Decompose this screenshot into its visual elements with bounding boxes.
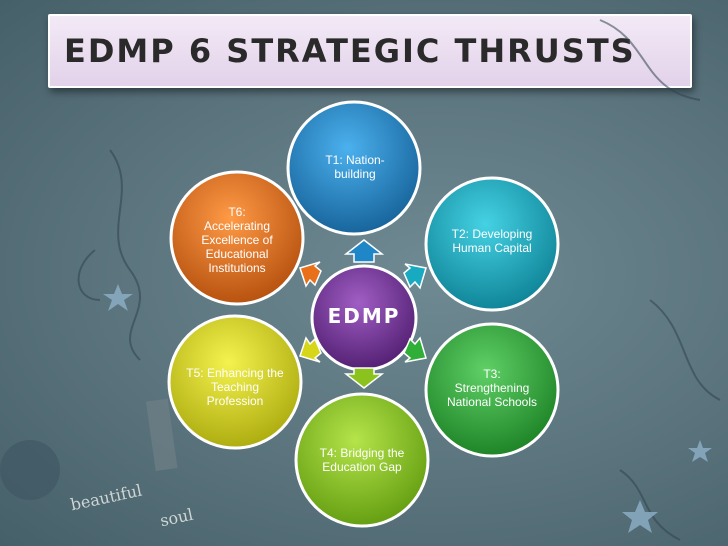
node-t3 xyxy=(424,322,560,458)
decorative-swirls xyxy=(77,19,721,541)
decorative-tag xyxy=(145,398,178,472)
node-t1 xyxy=(286,100,422,236)
node-label-t4: T4: Bridging the Education Gap xyxy=(319,446,405,474)
arrow-to-t6 xyxy=(299,261,322,288)
node-t4 xyxy=(294,392,430,528)
node-label-t1: T1: Nation-building xyxy=(325,153,385,181)
arrow-to-t2 xyxy=(403,263,427,290)
node-label-t3: T3: Strengthening National Schools xyxy=(446,367,538,409)
title-banner: EDMP 6 Strategic Thrusts xyxy=(48,14,692,88)
slide-title: EDMP 6 Strategic Thrusts xyxy=(64,32,636,70)
node-t5 xyxy=(167,314,303,450)
arrow-to-t4 xyxy=(343,367,385,389)
node-label-t6: T6: Accelerating Excellence of Education… xyxy=(201,205,273,275)
arrow-to-t5 xyxy=(299,336,322,363)
arrow-to-t3 xyxy=(403,336,427,363)
arrow-to-t1 xyxy=(343,239,385,263)
decorative-stars xyxy=(103,284,712,533)
node-t6 xyxy=(169,170,305,306)
node-t2 xyxy=(424,176,560,312)
node-label-t2: T2: Developing Human Capital xyxy=(451,227,533,255)
decorative-flower xyxy=(0,440,60,500)
center-label: EDMP xyxy=(327,304,401,328)
node-label-t5: T5: Enhancing the Teaching Profession xyxy=(186,366,284,408)
